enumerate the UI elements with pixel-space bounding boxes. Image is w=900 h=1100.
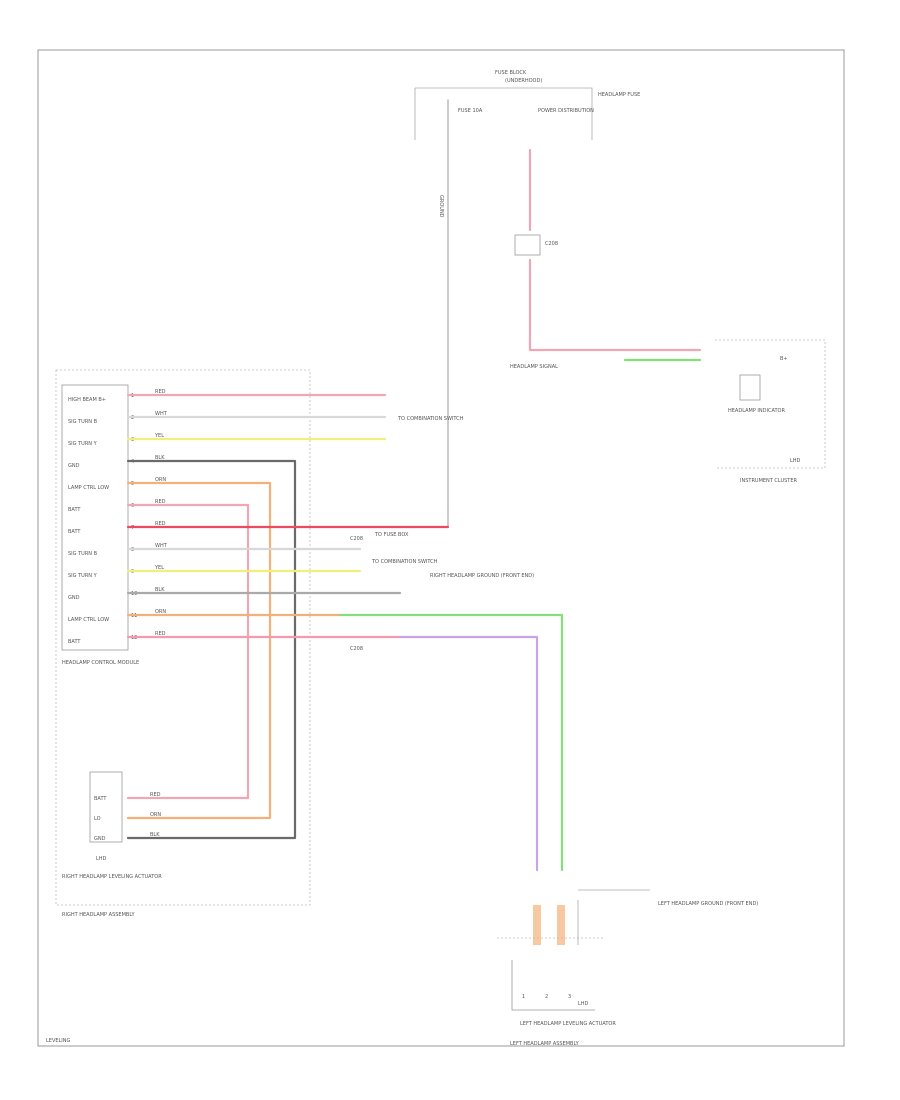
lh-code: LHD (578, 1001, 589, 1007)
connector-label: C208 (350, 646, 363, 652)
headlamp-control-module: HEADLAMP CONTROL MODULE (61, 384, 139, 666)
lh-connector-1 (533, 905, 541, 945)
rh-motor-label: RIGHT HEADLAMP LEVELING ACTUATOR (62, 874, 162, 880)
instrument-cluster: B+ HEADLAMP INDICATOR LHD INSTRUMENT CLU… (715, 339, 826, 484)
lh-connector-2 (557, 905, 565, 945)
diagram-frame (37, 49, 845, 1047)
right-headlamp-actuator: BATT LO GND RED ORN BLK LHD RIGHT HEADLA… (62, 771, 162, 880)
wire-label: YEL (154, 565, 164, 571)
rh-code: LHD (96, 856, 107, 862)
instrument-pin: B+ (780, 356, 788, 362)
pin-label: BATT (68, 507, 81, 513)
wire-label: ORN (155, 609, 166, 615)
lh-pin: 3 (568, 994, 571, 1000)
wire-label: RED (155, 521, 166, 527)
right-assembly-label: RIGHT HEADLAMP ASSEMBLY (62, 912, 135, 918)
fuse-block: FUSE BLOCK (UNDERHOOD) HEADLAMP FUSE FUS… (414, 70, 640, 140)
rh-wire-label: BLK (150, 832, 160, 838)
rh-pin-label: BATT (94, 796, 107, 802)
wire-label: RED (155, 389, 166, 395)
fuse-block-fuse: HEADLAMP FUSE (598, 92, 640, 98)
connector-label: C208 (350, 536, 363, 542)
connector-c208-label: C208 (545, 241, 558, 247)
fuse-block-title: FUSE BLOCK (495, 70, 527, 76)
rh-wire-label: ORN (150, 812, 161, 818)
pin-label: BATT (68, 639, 81, 645)
wire-pin4-black (126, 459, 297, 840)
left-headlamp-actuator: LEFT HEADLAMP GROUND (FRONT END) 1 2 3 L… (497, 889, 758, 1047)
fuse-label: FUSE 10A (458, 108, 483, 114)
right-headlamp-assembly-boundary (55, 369, 311, 906)
fuse-block-sub: (UNDERHOOD) (505, 78, 542, 84)
wire-pin12-violet (398, 635, 539, 872)
pin-label: BATT (68, 529, 81, 535)
wire-label: RED (155, 631, 166, 637)
connector-c208 (514, 234, 541, 256)
fuse-to-box-label: TO FUSE BOX (374, 532, 409, 538)
pin-label: LAMP CTRL LOW (68, 485, 109, 491)
pin-label: LAMP CTRL LOW (68, 617, 109, 623)
indicator-symbol (739, 374, 761, 401)
module-pins: HIGH BEAM B+ SIG TURN B SIG TURN Y GND L… (68, 397, 109, 645)
ground-label: GROUND (438, 195, 444, 218)
lh-pin: 1 (522, 994, 525, 1000)
to-ground-right: RIGHT HEADLAMP GROUND (FRONT END) (430, 573, 534, 579)
wire-label: YEL (154, 433, 164, 439)
wire-label: BLK (155, 587, 165, 593)
lh-assembly-label: LEFT HEADLAMP ASSEMBLY (510, 1041, 580, 1047)
wire-label: ORN (155, 477, 166, 483)
pin-label: SIG TURN B (68, 419, 98, 425)
instrument-indicator: HEADLAMP INDICATOR (728, 408, 785, 414)
wire-pin6-red (126, 503, 250, 800)
wire-pin11-green (338, 613, 564, 872)
rh-pin-label: LO (94, 816, 101, 822)
wire-label: WHT (155, 411, 168, 417)
lh-motor-label: LEFT HEADLAMP LEVELING ACTUATOR (520, 1021, 616, 1027)
instrument-code: LHD (790, 458, 801, 464)
to-combo-label: TO COMBINATION SWITCH (397, 416, 464, 422)
pin-label: SIG TURN Y (68, 441, 98, 447)
pin-label: SIG TURN B (68, 551, 98, 557)
instrument-label: INSTRUMENT CLUSTER (740, 478, 798, 484)
to-ground-left: LEFT HEADLAMP GROUND (FRONT END) (658, 901, 758, 907)
rh-wire-label: RED (150, 792, 161, 798)
lh-pin: 2 (545, 994, 548, 1000)
module-wire-labels: RED WHT YEL BLK ORN RED RED WHT YEL BLK … (154, 389, 168, 637)
wire-label: BLK (155, 455, 165, 461)
footer-label: LEVELING (46, 1038, 71, 1044)
pin-label: HIGH BEAM B+ (68, 397, 106, 403)
module-pin-numbers: 1 2 3 4 5 6 7 8 9 10 11 12 (131, 393, 137, 641)
pin-label: GND (68, 463, 80, 469)
module-title: HEADLAMP CONTROL MODULE (62, 660, 139, 666)
pin-label: GND (68, 595, 80, 601)
signal-conn-label: HEADLAMP SIGNAL (510, 364, 558, 370)
wire-conn-to-cluster (528, 258, 702, 352)
wire-label: WHT (155, 543, 168, 549)
pin-label: SIG TURN Y (68, 573, 98, 579)
wire-label: RED (155, 499, 166, 505)
to-combo-label-2: TO COMBINATION SWITCH (371, 559, 438, 565)
rh-pin-label: GND (94, 836, 106, 842)
power-dist-label: POWER DISTRIBUTION (538, 108, 594, 114)
wire-pin5-orange (126, 481, 272, 820)
